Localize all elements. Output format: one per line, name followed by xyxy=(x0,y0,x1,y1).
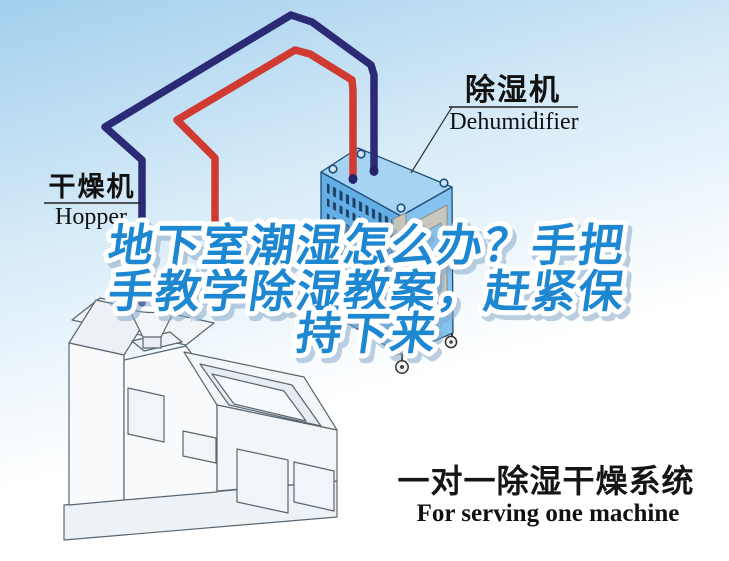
headline-line1: 地下室潮湿怎么办？手把 xyxy=(105,219,629,272)
dehumidifier-vents xyxy=(327,211,392,264)
leader-line xyxy=(410,106,453,174)
headline-shadow-line3: 持下来 xyxy=(297,312,445,365)
headline-shadow-line1: 地下室潮湿怎么办？手把 xyxy=(109,224,633,277)
eye-bolt-icon xyxy=(328,149,449,213)
dehumidifier-label-en: Dehumidifier xyxy=(449,109,578,135)
hopper-neck xyxy=(142,336,162,349)
supply-hose-red xyxy=(173,46,357,314)
headline-shadow: 地下室潮湿怎么办？手把 手教学除湿教案，赶紧保 持下来 xyxy=(104,219,638,370)
machine-door xyxy=(182,430,217,464)
dehumidifier-vents xyxy=(327,183,392,242)
dehumidifier-unit xyxy=(320,147,458,374)
hose-fitting xyxy=(348,174,358,184)
dehumidifier-vents xyxy=(327,234,392,283)
machine-cabinet-recess-inner xyxy=(211,373,307,422)
molding-machine xyxy=(63,296,338,541)
machine-tower-front xyxy=(68,342,125,506)
dehumidifier-label-zh: 除湿机 xyxy=(465,73,561,108)
dehumidifier-panel-inner xyxy=(411,222,442,310)
caption-en: For serving one machine xyxy=(417,500,680,527)
headline: 地下室潮湿怎么办？手把 手教学除湿教案，赶紧保 持下来 xyxy=(100,214,634,365)
return-hose-navy xyxy=(101,11,378,307)
caption-zh: 一对一除湿干燥系统 xyxy=(397,462,694,500)
hopper-label: 干燥机 Hopper xyxy=(44,172,141,230)
caption: 一对一除湿干燥系统 For serving one machine xyxy=(397,462,694,527)
caster-wheel xyxy=(395,333,458,374)
headline-line3: 持下来 xyxy=(293,307,441,360)
dehumidifier-label: 除湿机 Dehumidifier xyxy=(410,73,579,174)
hose-fitting xyxy=(369,166,379,176)
machine-door xyxy=(293,461,335,512)
hopper-label-en: Hopper xyxy=(55,204,127,230)
dehumidifier-corner-strip xyxy=(392,212,407,357)
headline-shadow-line2: 手教学除湿教案，赶紧保 xyxy=(109,270,633,323)
hoses xyxy=(101,11,379,314)
machine-door xyxy=(127,387,165,443)
headline-line2: 手教学除湿教案，赶紧保 xyxy=(105,265,629,318)
hopper-label-zh: 干燥机 xyxy=(49,172,136,203)
machine-door xyxy=(236,448,289,514)
